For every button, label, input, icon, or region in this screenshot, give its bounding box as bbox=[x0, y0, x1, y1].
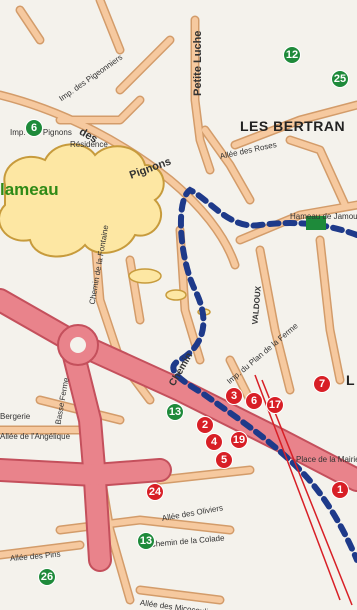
marker-badge-red-17[interactable]: 17 bbox=[266, 396, 284, 414]
place-label-right-edge: L bbox=[346, 372, 356, 388]
callout-bubble-1 bbox=[128, 268, 162, 284]
callout-label: lameau bbox=[0, 180, 59, 199]
callout-cloud bbox=[0, 143, 165, 258]
main-road-east-west bbox=[0, 290, 357, 490]
marker-badge-red-6[interactable]: 6 bbox=[245, 392, 263, 410]
marker-badge-green-12[interactable]: 12 bbox=[283, 46, 301, 64]
place-label-les-bertrand: LES BERTRAN bbox=[240, 118, 346, 134]
street-label-petite-luche: Petite Luche bbox=[192, 30, 204, 96]
main-road-lower bbox=[0, 460, 170, 485]
marker-badge-green-6[interactable]: 6 bbox=[25, 119, 43, 137]
marker-badge-red-7[interactable]: 7 bbox=[313, 375, 331, 393]
street-label-hameau: Hameau de Jamouyer bbox=[290, 212, 357, 221]
hameau-marker bbox=[306, 216, 326, 230]
street-label-place-marie: Place de la Mairie bbox=[296, 455, 357, 464]
roundabout-center bbox=[70, 337, 86, 353]
marker-badge-red-5[interactable]: 5 bbox=[215, 451, 233, 469]
marker-badge-red-4[interactable]: 4 bbox=[205, 433, 223, 451]
road-pignons bbox=[0, 92, 238, 268]
callout-bubble-2 bbox=[165, 289, 187, 301]
marker-badge-red-3[interactable]: 3 bbox=[225, 387, 243, 405]
marker-badge-red-24[interactable]: 24 bbox=[146, 483, 164, 501]
street-label-bergerie: Bergerie bbox=[0, 412, 31, 421]
marker-badge-green-26[interactable]: 26 bbox=[38, 568, 56, 586]
marker-badge-red-2[interactable]: 2 bbox=[196, 416, 214, 434]
main-roads bbox=[0, 288, 357, 572]
main-road-south bbox=[60, 330, 110, 570]
marker-badge-red-1[interactable]: 1 bbox=[331, 481, 349, 499]
marker-badge-red-19[interactable]: 19 bbox=[230, 431, 248, 449]
marker-badge-green-13[interactable]: 13 bbox=[166, 403, 184, 421]
marker-badge-green-25[interactable]: 25 bbox=[331, 70, 349, 88]
street-label-angelique: Allée de l'Angélique bbox=[0, 432, 71, 441]
street-label-residence: Résidence bbox=[70, 140, 108, 149]
marker-badge-green-13[interactable]: 13 bbox=[137, 532, 155, 550]
